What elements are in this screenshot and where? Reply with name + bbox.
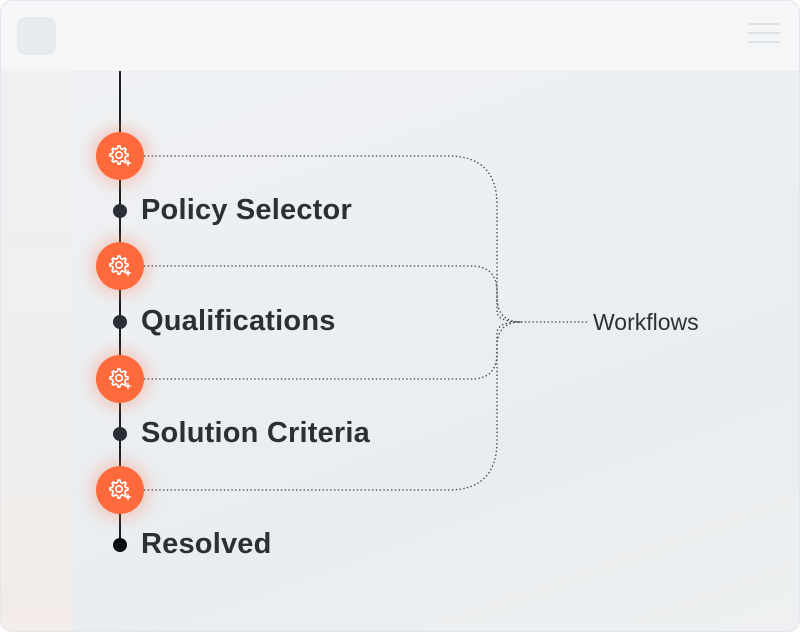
workflow-node-1[interactable] xyxy=(96,132,144,180)
top-bar xyxy=(1,1,799,72)
hamburger-menu-icon[interactable] xyxy=(748,23,780,45)
workflows-label: Workflows xyxy=(593,309,699,335)
step-label-resolved: Resolved xyxy=(141,528,272,560)
step-dot xyxy=(113,315,127,329)
connector-workflow-4 xyxy=(144,321,522,491)
gear-sparkle-icon xyxy=(109,368,132,390)
gear-sparkle-icon xyxy=(109,479,132,501)
step-dot xyxy=(113,204,127,218)
connector-workflow-1 xyxy=(144,155,522,323)
app-logo-placeholder xyxy=(17,17,56,55)
gear-sparkle-icon xyxy=(109,145,132,167)
step-dot-final xyxy=(113,538,127,552)
sidebar xyxy=(1,71,73,631)
step-dot xyxy=(113,427,127,441)
step-label-solution-criteria: Solution Criteria xyxy=(141,417,370,449)
workflow-node-4[interactable] xyxy=(96,466,144,514)
gear-sparkle-icon xyxy=(109,255,132,277)
workflow-node-2[interactable] xyxy=(96,242,144,290)
step-label-qualifications: Qualifications xyxy=(141,305,336,337)
step-label-policy-selector: Policy Selector xyxy=(141,194,352,226)
workflow-node-3[interactable] xyxy=(96,355,144,403)
